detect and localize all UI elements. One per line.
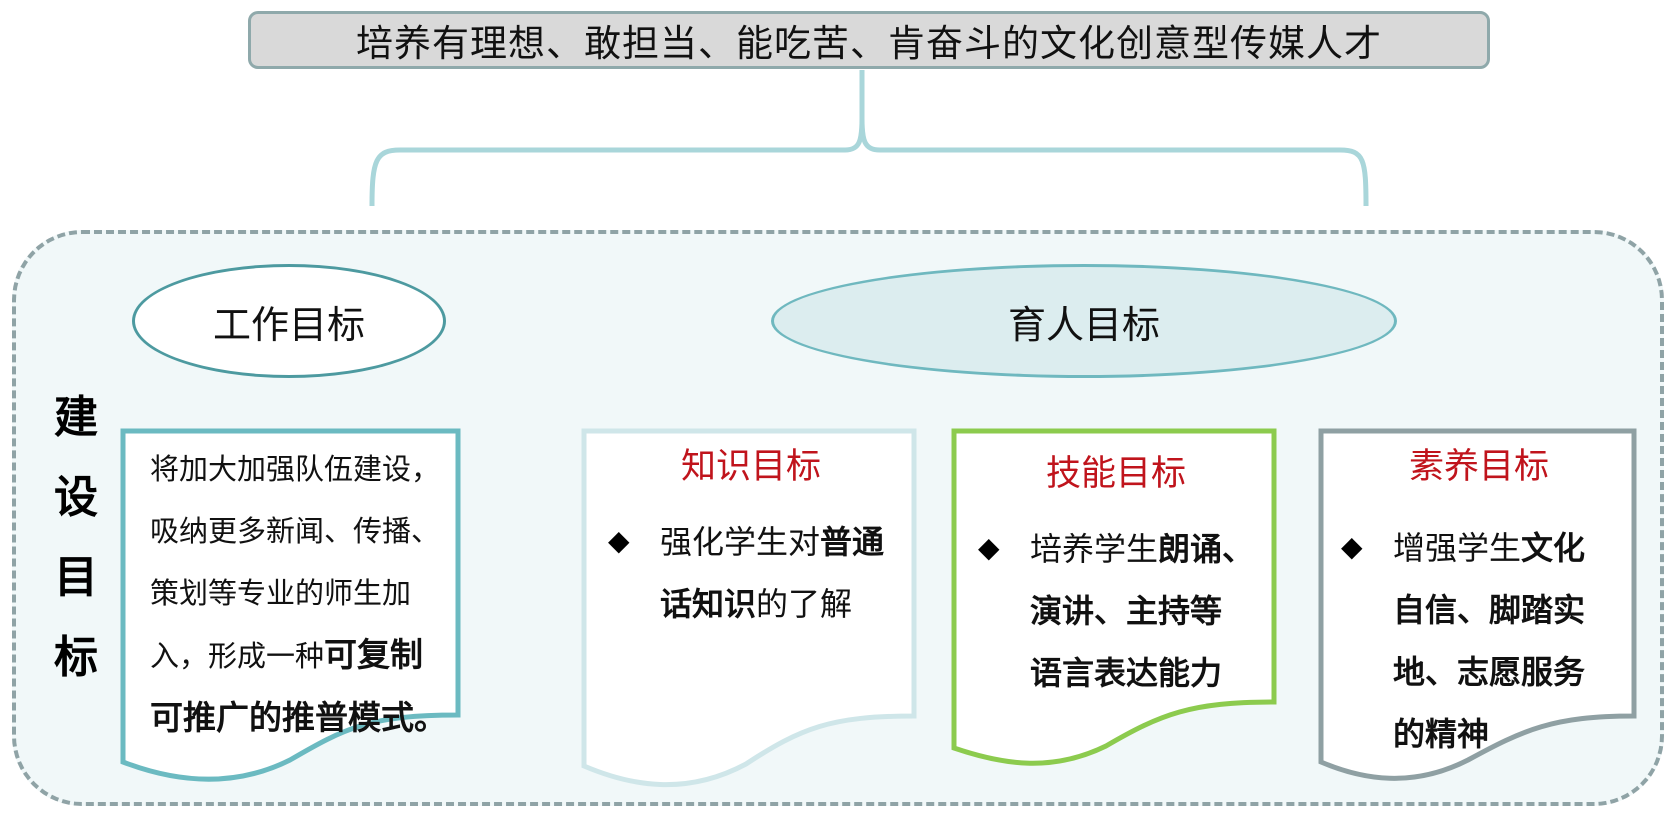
quality-bullet: ◆ 增强学生文化 自信、脚踏实 地、志愿服务 的精神 — [1321, 517, 1637, 765]
quality-card-shape — [1318, 428, 1637, 781]
quality-card-title: 素养目标 — [1408, 447, 1549, 487]
diamond-bullet-icon: ◆ — [978, 531, 1000, 564]
skill-card-title: 技能目标 — [1045, 454, 1186, 494]
skill-card: 技能目标 ◆ 培养学生朗诵、 演讲、主持等 语言表达能力 — [954, 445, 1278, 704]
work-goal-line: 可推广的推普模式。 — [150, 698, 447, 737]
knowledge-card-title: 知识目标 — [680, 447, 821, 487]
diamond-bullet-icon: ◆ — [1341, 530, 1363, 563]
knowledge-card: 知识目标 ◆ 强化学生对普通 话知识的了解 — [584, 438, 918, 635]
knowledge-text: 强化学生对普通 话知识的了解 — [660, 523, 885, 623]
side-label: 建 设 目 标 — [48, 378, 104, 698]
side-label-char: 建 — [54, 392, 98, 443]
brace-path — [369, 70, 1369, 207]
work-goal-line: 将加大加强队伍建设， — [150, 452, 441, 486]
work-goal-line: 策划等专业的师生加 — [150, 576, 412, 610]
quality-card: 素养目标 ◆ 增强学生文化 自信、脚踏实 地、志愿服务 的精神 — [1321, 438, 1637, 765]
skill-bullet: ◆ 培养学生朗诵、 演讲、主持等 语言表达能力 — [954, 518, 1278, 704]
work-goal-card-shape — [120, 428, 461, 782]
quality-text: 增强学生文化 自信、脚踏实 地、志愿服务 的精神 — [1393, 529, 1586, 753]
page-title: 培养有理想、敢担当、能吃苦、肯奋斗的文化创意型传媒人才 — [248, 11, 1490, 69]
knowledge-bullet: ◆ 强化学生对普通 话知识的了解 — [584, 511, 918, 635]
side-label-char: 目 — [54, 552, 98, 603]
skill-card-shape — [951, 428, 1277, 766]
side-label-char: 标 — [54, 632, 98, 683]
diamond-bullet-icon: ◆ — [608, 524, 630, 557]
work-goal-text: 将加大加强队伍建设， 吸纳更多新闻、传播、 策划等专业的师生加 入，形成一种可复… — [150, 438, 460, 750]
knowledge-card-shape — [581, 428, 917, 788]
work-goal-line: 入，形成一种可复制 — [150, 635, 424, 674]
skill-text: 培养学生朗诵、 演讲、主持等 语言表达能力 — [1030, 530, 1255, 692]
side-label-char: 设 — [54, 472, 98, 523]
work-goal-line: 吸纳更多新闻、传播、 — [150, 514, 441, 548]
education-goal-heading: 育人目标 — [771, 264, 1397, 378]
work-goal-heading: 工作目标 — [132, 264, 446, 378]
